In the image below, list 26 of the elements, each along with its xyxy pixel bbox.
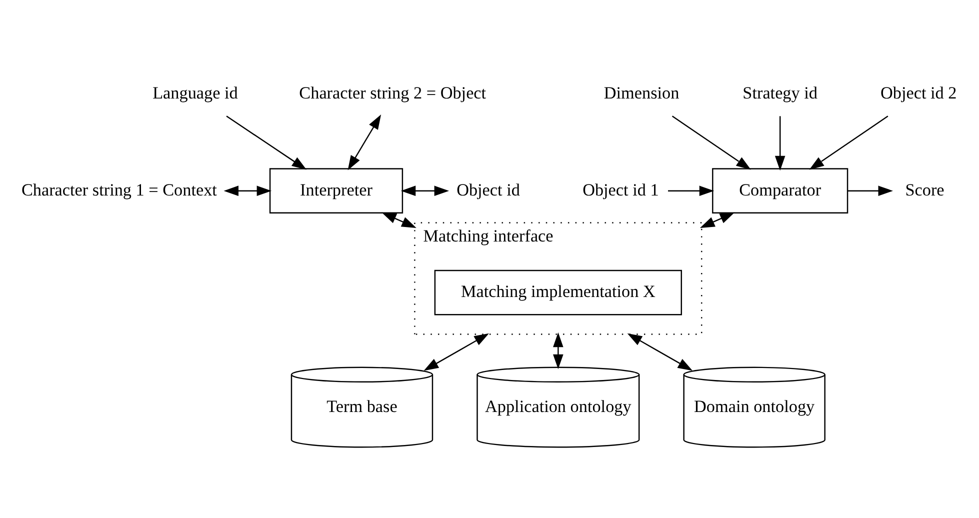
arrow <box>627 332 693 370</box>
arrow <box>553 332 564 369</box>
arrow <box>700 212 735 228</box>
node-text: Character string 1 = Context <box>21 180 217 199</box>
node-text: Object id <box>456 180 520 199</box>
node-text: Object id 1 <box>582 180 659 199</box>
arrow <box>348 114 382 170</box>
arrow <box>848 185 893 196</box>
node-text: Strategy id <box>742 83 818 102</box>
node-box: Interpreter <box>269 168 404 214</box>
node-text: Language id <box>152 83 238 102</box>
arrow <box>424 332 490 370</box>
arrow <box>668 185 714 196</box>
node-box: Matching implementation X <box>434 269 682 315</box>
arrow <box>400 185 450 196</box>
node-text: Dimension <box>604 83 680 102</box>
arrow <box>226 115 307 170</box>
arrow <box>809 115 888 170</box>
arrow <box>672 115 751 170</box>
node-text: Character string 2 = Object <box>299 83 486 102</box>
arrow <box>774 116 786 170</box>
arrow <box>382 212 416 228</box>
node-text: Score <box>905 180 944 199</box>
arrow <box>224 185 272 196</box>
node-text: Object id 2 <box>880 83 957 102</box>
node-box: Comparator <box>712 168 848 214</box>
